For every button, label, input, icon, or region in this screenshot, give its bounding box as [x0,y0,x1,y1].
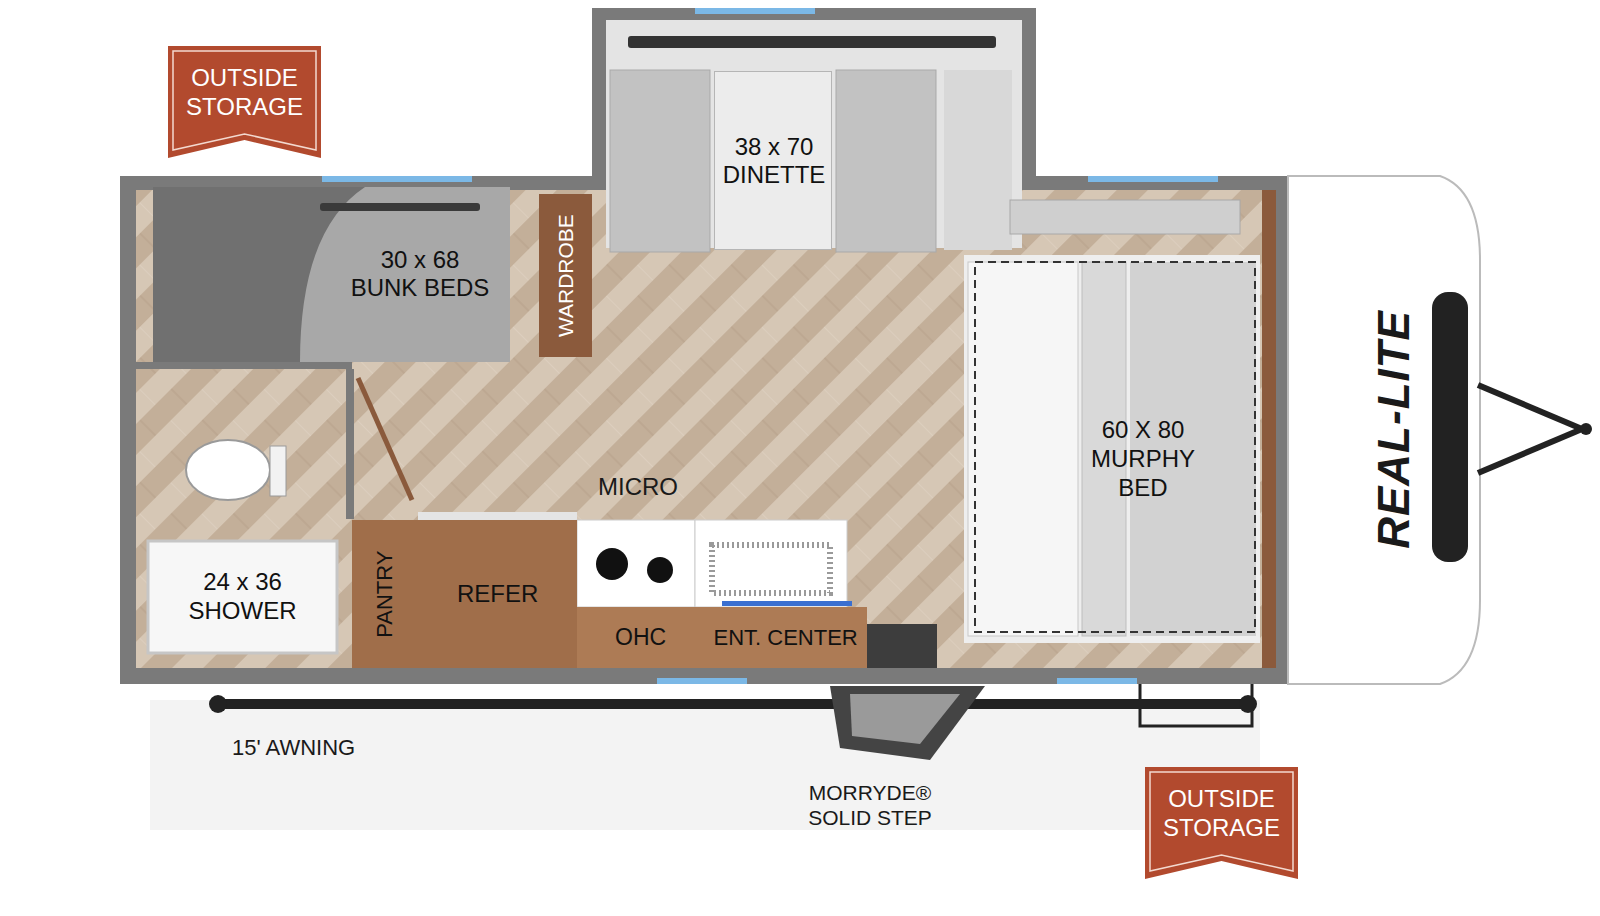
pantry: PANTRY [352,520,418,668]
awning-label: 15' AWNING [232,735,355,761]
window [695,8,815,14]
tv-edge [722,601,852,606]
storage-badge: OUTSIDE STORAGE [168,46,321,158]
badge-border [173,51,316,150]
burner [596,548,628,580]
sink [695,520,847,607]
room-label: 30 x 68 BUNK BEDS [349,246,491,304]
overhead-cabinet: OHC [577,607,704,668]
toilet-tank [270,446,286,496]
toilet [186,440,270,500]
refrigerator: REFER [418,520,577,668]
badge-fill [168,46,321,158]
front-cap [1288,176,1480,684]
a-frame [1478,385,1582,429]
murphy-bed: 60 X 80 MURPHY BED [964,255,1260,643]
step-label: MORRYDE® SOLID STEP [795,780,945,830]
bunk-mattress [153,187,510,362]
entry-step-well [867,624,937,668]
front-wall-panel [1262,190,1276,668]
bath-door [358,378,412,500]
shower-pan [148,541,337,653]
dinette-bench [836,70,936,252]
sink-grille [712,545,830,593]
room-label: 38 x 70 DINETTE [718,133,830,191]
awning-bar [216,699,1250,709]
ground-shadow [150,700,1260,830]
appliance-label: MICRO [598,473,678,502]
room-label: ENT. CENTER [714,625,858,651]
room-label: PANTRY [372,551,398,638]
bed-outline [975,262,1255,632]
entertainment-center: ENT. CENTER [704,607,867,668]
storage-badge: OUTSIDE STORAGE [1145,767,1298,879]
room-label: OUTSIDE STORAGE [1154,785,1290,843]
overhead-cabinet-front [1010,200,1240,234]
window [1057,678,1137,684]
room-label: 24 x 36 SHOWER [182,568,304,626]
bunk-beds: 30 x 68 BUNK BEDS [153,187,510,362]
awning-end [1239,695,1257,713]
a-frame [1478,429,1582,473]
window [322,176,472,182]
bunk-rail [320,203,480,211]
bunk-shading [153,187,365,362]
stove [577,520,695,607]
room-label: WARDROBE [553,214,578,337]
badge-border [1150,772,1293,871]
solid-step [830,686,985,760]
step-tread [850,694,960,744]
slide-wall-panel [944,70,1012,250]
shower: 24 x 36 SHOWER [148,541,337,653]
awning-end [209,695,227,713]
room-label: REFER [457,580,538,609]
countertop [418,512,577,520]
room-label: OUTSIDE STORAGE [177,64,313,122]
room-label: 60 X 80 MURPHY BED [1082,416,1204,502]
dinette-table: 38 x 70 DINETTE [714,71,832,250]
window [657,678,747,684]
sofa-seat [968,262,1078,636]
slide-out-floor [606,20,1022,256]
interior-wall [346,369,354,519]
brand-logo: REAL-LITE [1367,310,1420,549]
badge-fill [1145,767,1298,879]
burner [647,557,673,583]
bumper-bracket [1140,684,1252,726]
front-window [1432,292,1468,562]
dinette-window-valance [628,36,996,48]
interior-wall [136,362,352,369]
room-label: OHC [615,624,666,652]
wardrobe: WARDROBE [539,194,592,357]
window [1088,176,1218,182]
hitch [1580,423,1592,435]
murphy-bed-frame [964,255,1260,643]
slide-out-wall [592,8,1036,258]
dinette-bench [610,70,710,252]
